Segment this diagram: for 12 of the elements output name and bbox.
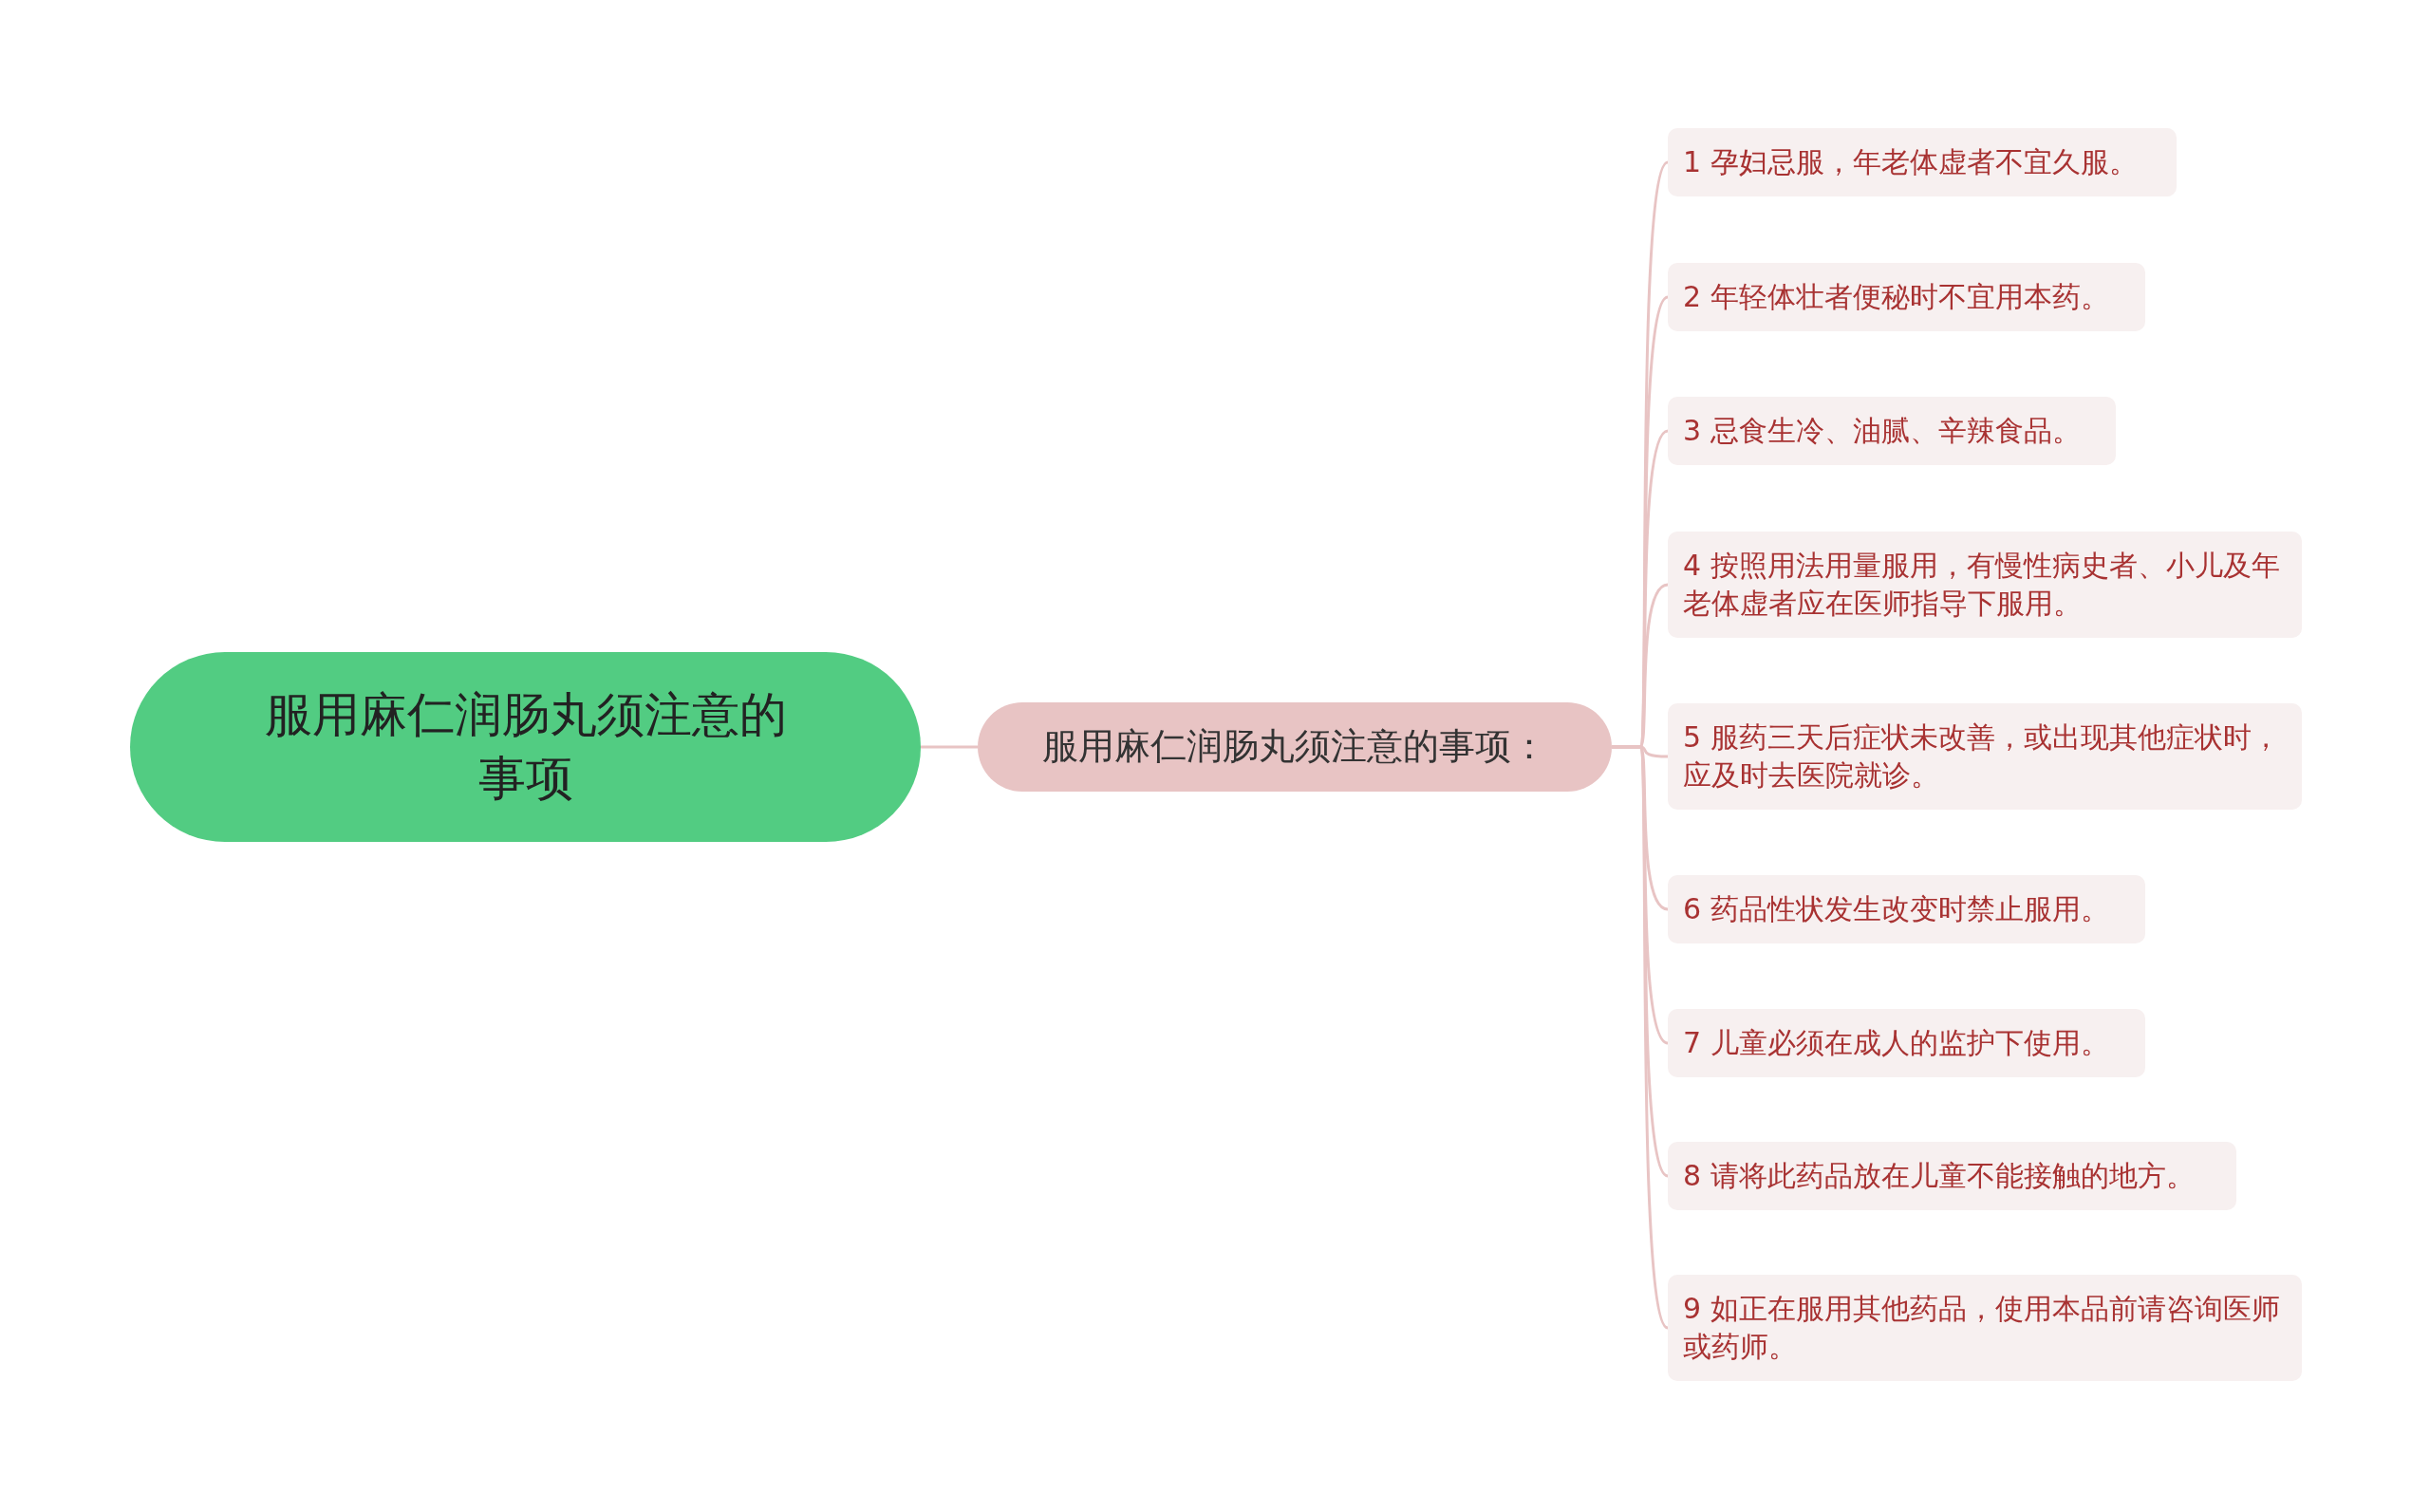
root-topic: 服用麻仁润肠丸须注意的事项: [130, 652, 921, 842]
note-item: 1 孕妇忌服，年老体虚者不宜久服。: [1668, 128, 2177, 196]
note-item: 2 年轻体壮者便秘时不宜用本药。: [1668, 263, 2145, 331]
note-item: 8 请将此药品放在儿童不能接触的地方。: [1668, 1142, 2236, 1210]
note-item: 9 如正在服用其他药品，使用本品前请咨询医师或药师。: [1668, 1275, 2302, 1381]
subtopic: 服用麻仁润肠丸须注意的事项：: [978, 702, 1612, 792]
note-item: 3 忌食生冷、油腻、辛辣食品。: [1668, 397, 2116, 465]
note-item: 5 服药三天后症状未改善，或出现其他症状时，应及时去医院就诊。: [1668, 703, 2302, 810]
connector-line: [921, 745, 978, 749]
note-item: 4 按照用法用量服用，有慢性病史者、小儿及年老体虚者应在医师指导下服用。: [1668, 532, 2302, 638]
note-item: 6 药品性状发生改变时禁止服用。: [1668, 875, 2145, 943]
note-item: 7 儿童必须在成人的监护下使用。: [1668, 1009, 2145, 1077]
